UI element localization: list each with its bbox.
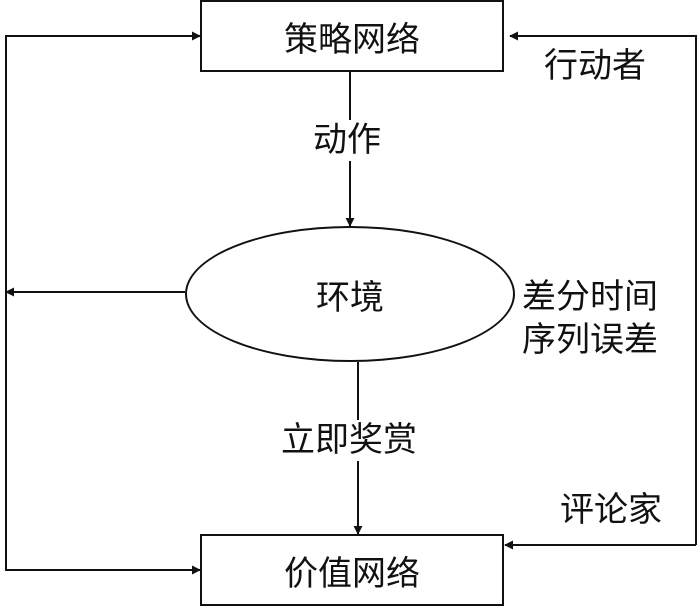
critic-label: 评论家 (560, 490, 662, 530)
environment-label: 环境 (316, 277, 384, 318)
value-network-node: 价值网络 (200, 534, 504, 606)
policy-network-node: 策略网络 (200, 0, 504, 72)
environment-node: 环境 (185, 226, 515, 362)
right-loop-line (509, 31, 697, 545)
immediate-reward-label: 立即奖赏 (281, 420, 417, 461)
td-error-label: 差分时间 序列误差 (522, 276, 658, 361)
actor-label: 行动者 (544, 46, 646, 86)
td-error-line1: 差分时间 (522, 277, 658, 317)
left-loop-line (5, 35, 200, 571)
td-error-line2: 序列误差 (522, 319, 658, 360)
value-network-label: 价值网络 (284, 553, 420, 594)
policy-network-label: 策略网络 (284, 19, 420, 60)
action-label: 动作 (313, 120, 381, 161)
